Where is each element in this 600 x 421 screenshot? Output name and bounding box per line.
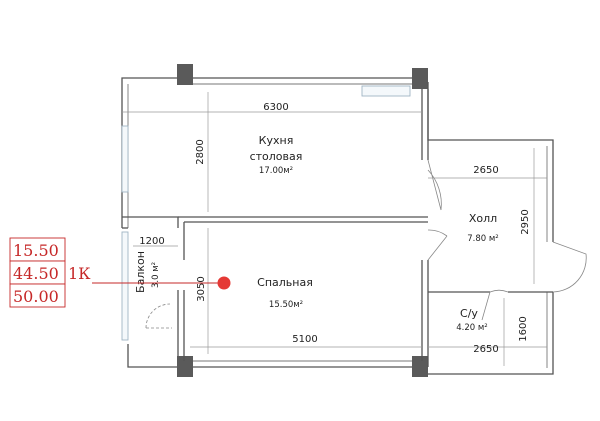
kitchen-name-line1: Кухня	[259, 134, 294, 147]
dim-kitchen-width: 6300	[263, 102, 288, 113]
pillar-bottom-left	[177, 356, 193, 377]
dim-bathroom-width: 2650	[473, 344, 498, 355]
kitchen-name-line2: столовая	[250, 150, 303, 163]
bedroom-name: Спальная	[257, 276, 313, 289]
bedroom-area: 15.50м²	[269, 300, 303, 310]
dim-bedroom-depth: 3050	[196, 276, 207, 301]
area-summary: 15.50 44.50 50.00 1К	[9, 237, 91, 308]
outer-walls	[121, 77, 554, 375]
hall-area: 7.80 м²	[467, 234, 498, 244]
pillar-top-right	[412, 68, 428, 89]
room-count: 1К	[68, 264, 91, 283]
total-area-value: 44.50	[13, 264, 59, 283]
dim-balcony-width: 1200	[139, 236, 164, 247]
pillar-top-left	[177, 64, 193, 85]
balcony-area: 3.0 м²	[151, 262, 161, 288]
dim-bathroom-depth: 1600	[518, 316, 529, 341]
total-with-balcony-value: 50.00	[13, 287, 59, 306]
kitchen-counter	[361, 85, 411, 97]
inner-walls	[122, 89, 553, 367]
bathroom-name: С/у	[460, 307, 478, 320]
dimension-lines	[122, 92, 547, 366]
pillar-bottom-right	[412, 356, 428, 377]
hall-name: Холл	[469, 212, 497, 225]
dim-hall-depth: 2950	[520, 209, 531, 234]
dim-hall-width: 2650	[473, 165, 498, 176]
balcony-name: Балкон	[134, 251, 147, 293]
doors	[145, 159, 587, 329]
balcony-window	[121, 231, 129, 341]
dim-kitchen-depth: 2800	[195, 139, 206, 164]
kitchen-area: 17.00м²	[259, 166, 293, 176]
living-area-value: 15.50	[13, 241, 59, 260]
kitchen-window	[121, 125, 129, 193]
location-marker	[217, 276, 231, 290]
dim-bedroom-width: 5100	[292, 334, 317, 345]
bathroom-area: 4.20 м²	[456, 323, 487, 333]
